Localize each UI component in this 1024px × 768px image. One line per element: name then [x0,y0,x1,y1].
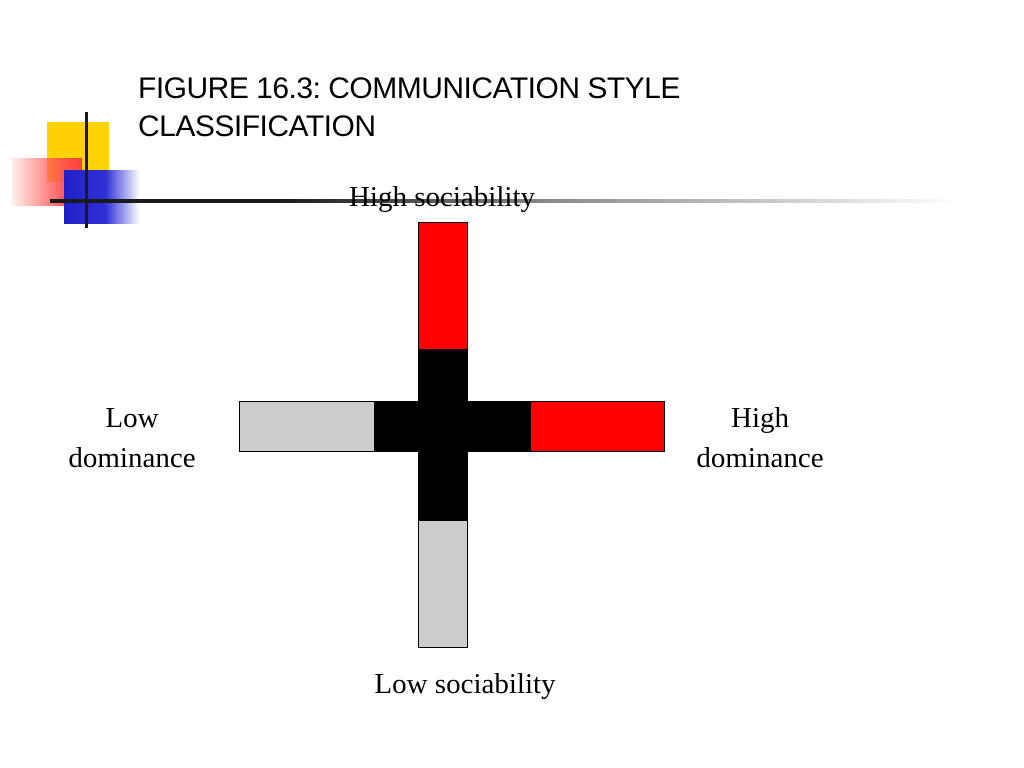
low-dominance-label-line-2: dominance [68,442,196,474]
high-dominance-label-line-1: High [731,402,789,434]
decor-vertical-line [85,112,88,228]
high-sociability-arm [418,222,468,352]
high-sociability-label: High sociability [348,181,536,213]
slide-title-line-2: CLASSIFICATION [138,110,376,143]
low-sociability-arm [418,519,468,648]
high-dominance-label-line-2: dominance [696,442,824,474]
slide-title-line-1: FIGURE 16.3: COMMUNICATION STYLE [138,72,680,105]
low-dominance-label-line-1: Low [105,402,159,434]
decor-blue-square [64,170,140,224]
decor-horizontal-rule [50,199,960,203]
low-dominance-arm [239,401,377,452]
high-dominance-label: High dominance [670,398,850,478]
high-dominance-arm [529,401,665,452]
cross-center-horizontal [374,401,531,452]
slide-title: FIGURE 16.3: COMMUNICATION STYLE CLASSIF… [138,70,898,146]
low-dominance-label: Low dominance [42,398,222,478]
low-sociability-label: Low sociability [374,668,556,700]
